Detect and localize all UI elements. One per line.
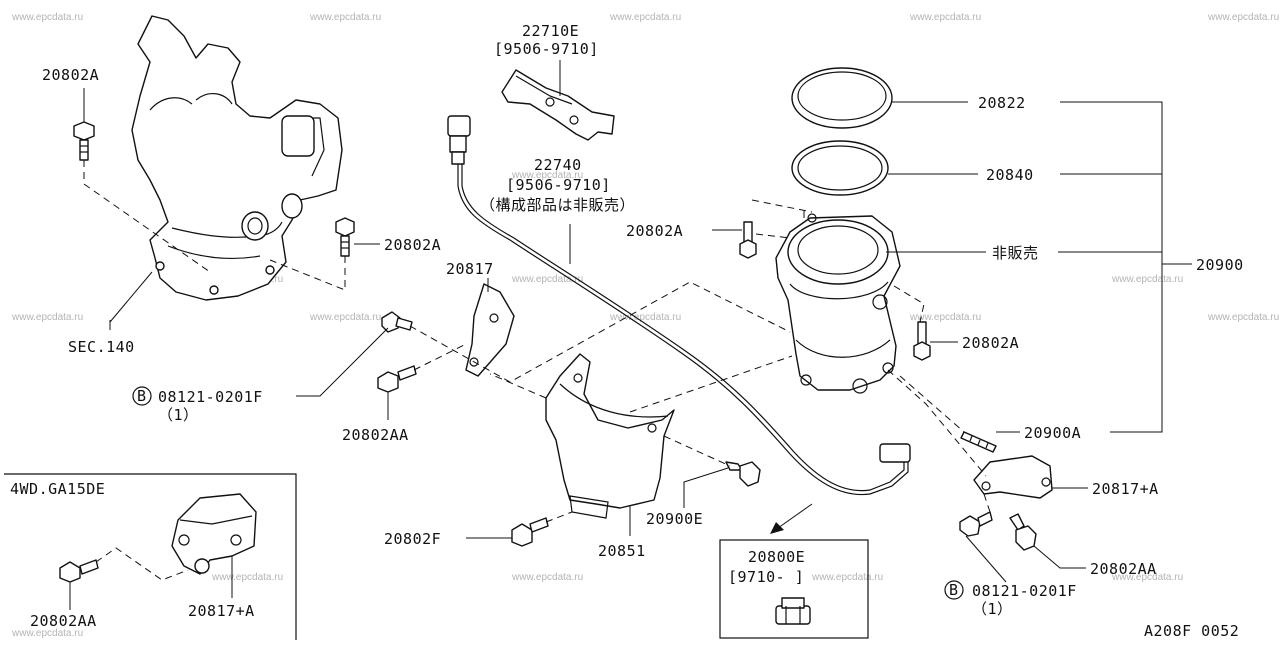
circle-b-marker-left: B xyxy=(132,386,152,406)
label-20840: 20840 xyxy=(986,166,1034,184)
watermark-text: www.epcdata.ru xyxy=(1111,572,1183,583)
bolt-20802aa-left xyxy=(377,365,417,393)
watermark-text: www.epcdata.ru xyxy=(309,312,381,323)
watermark-text: www.epcdata.ru xyxy=(511,274,583,285)
bolt-20802a-upper-left xyxy=(73,121,95,161)
label-22740: 22740 xyxy=(534,156,582,174)
label-20900a: 20900A xyxy=(1024,424,1081,442)
label-inset-4wd-bracket: 20817+A xyxy=(188,602,255,620)
watermark-text: www.epcdata.ru xyxy=(1207,12,1279,23)
watermark-text: www.epcdata.ru xyxy=(11,312,83,323)
seal-ring-20822 xyxy=(791,67,893,129)
label-20802a-converter-right: 20802A xyxy=(962,334,1019,352)
label-20817: 20817 xyxy=(446,260,494,278)
label-sec140: SEC.140 xyxy=(68,338,135,356)
circle-b-letter: B xyxy=(137,387,147,405)
label-22710e-range: [9506-9710] xyxy=(494,40,599,58)
label-inset-4wd-bolt: 20802AA xyxy=(30,612,97,630)
watermark-text: www.epcdata.ru xyxy=(1111,274,1183,285)
inset-pointer-arrow xyxy=(770,503,813,534)
watermark-text: www.epcdata.ru xyxy=(1207,312,1279,323)
watermark-text: www.epcdata.ru xyxy=(609,12,681,23)
bolt-b-08121-left xyxy=(381,311,413,333)
label-20802aa-left: 20802AA xyxy=(342,426,409,444)
label-22710e: 22710E xyxy=(522,22,579,40)
inset-box-4wd xyxy=(4,473,297,640)
bolt-20802a-converter-right xyxy=(913,321,931,361)
part-labels: 22710E [9506-9710] 22740 [9506-9710] （構成… xyxy=(10,22,1244,640)
exhaust-manifold xyxy=(131,15,343,301)
watermark-text: www.epcdata.ru xyxy=(11,12,83,23)
watermark-text: www.epcdata.ru xyxy=(309,12,381,23)
stud-20900a xyxy=(960,431,997,453)
label-20802f: 20802F xyxy=(384,530,441,548)
watermark-text: www.epcdata.ru xyxy=(909,12,981,23)
watermark-text: www.epcdata.ru xyxy=(909,312,981,323)
circle-b-letter: B xyxy=(949,581,959,599)
bolt-20802aa-right xyxy=(1009,513,1037,551)
bracket-22710e xyxy=(501,69,615,141)
label-bolt-b-left: 08121-0201F xyxy=(158,388,263,406)
catalytic-converter-20900 xyxy=(775,213,901,394)
bolt-20802f xyxy=(511,517,549,547)
bolt-20900e xyxy=(725,461,761,487)
label-20822: 20822 xyxy=(978,94,1026,112)
label-not-sold: 非販売 xyxy=(992,244,1039,262)
watermark-text: www.epcdata.ru xyxy=(211,572,283,583)
watermark-text: www.epcdata.ru xyxy=(511,170,583,181)
assembly-dash-lines xyxy=(83,160,991,523)
gasket-20840 xyxy=(791,140,889,196)
bolt-b-08121-right xyxy=(959,511,993,537)
label-bolt-b-right: 08121-0201F xyxy=(972,582,1077,600)
bracket-20817a xyxy=(973,455,1053,499)
inset-box-20800e xyxy=(719,539,869,639)
label-inset-plug-range: [9710- ] xyxy=(728,568,804,586)
circle-b-marker-right: B xyxy=(944,580,964,600)
heat-shield-20851 xyxy=(545,353,675,519)
label-20900e: 20900E xyxy=(646,510,703,528)
label-bolt-b-left-qty: （1） xyxy=(158,406,199,424)
watermark-text: www.epcdata.ru xyxy=(511,572,583,583)
label-20802a-converter-left: 20802A xyxy=(626,222,683,240)
watermark-text: www.epcdata.ru xyxy=(11,628,83,639)
label-diagram-code: A208F 0052 xyxy=(1144,622,1239,640)
label-bolt-b-right-qty: （1） xyxy=(972,600,1013,618)
watermark-text: www.epcdata.ru xyxy=(811,572,883,583)
label-20817a: 20817+A xyxy=(1092,480,1159,498)
label-inset-4wd-title: 4WD.GA15DE xyxy=(10,480,105,498)
label-20851: 20851 xyxy=(598,542,646,560)
bolt-20802a-converter-left xyxy=(739,221,757,259)
label-20802a-upper-left: 20802A xyxy=(42,66,99,84)
bracket-20817 xyxy=(465,283,515,377)
label-inset-plug-part: 20800E xyxy=(748,548,805,566)
label-20802aa-right: 20802AA xyxy=(1090,560,1157,578)
label-20802a-manifold: 20802A xyxy=(384,236,441,254)
bolt-20802a-manifold xyxy=(335,217,355,257)
oxygen-sensor-22740 xyxy=(447,115,911,496)
label-20900: 20900 xyxy=(1196,256,1244,274)
leader-lines xyxy=(83,60,1192,583)
label-22740-range: [9506-9710] xyxy=(506,176,611,194)
watermark-text: www.epcdata.ru xyxy=(609,312,681,323)
label-22740-note: （構成部品は非販売） xyxy=(480,196,635,214)
